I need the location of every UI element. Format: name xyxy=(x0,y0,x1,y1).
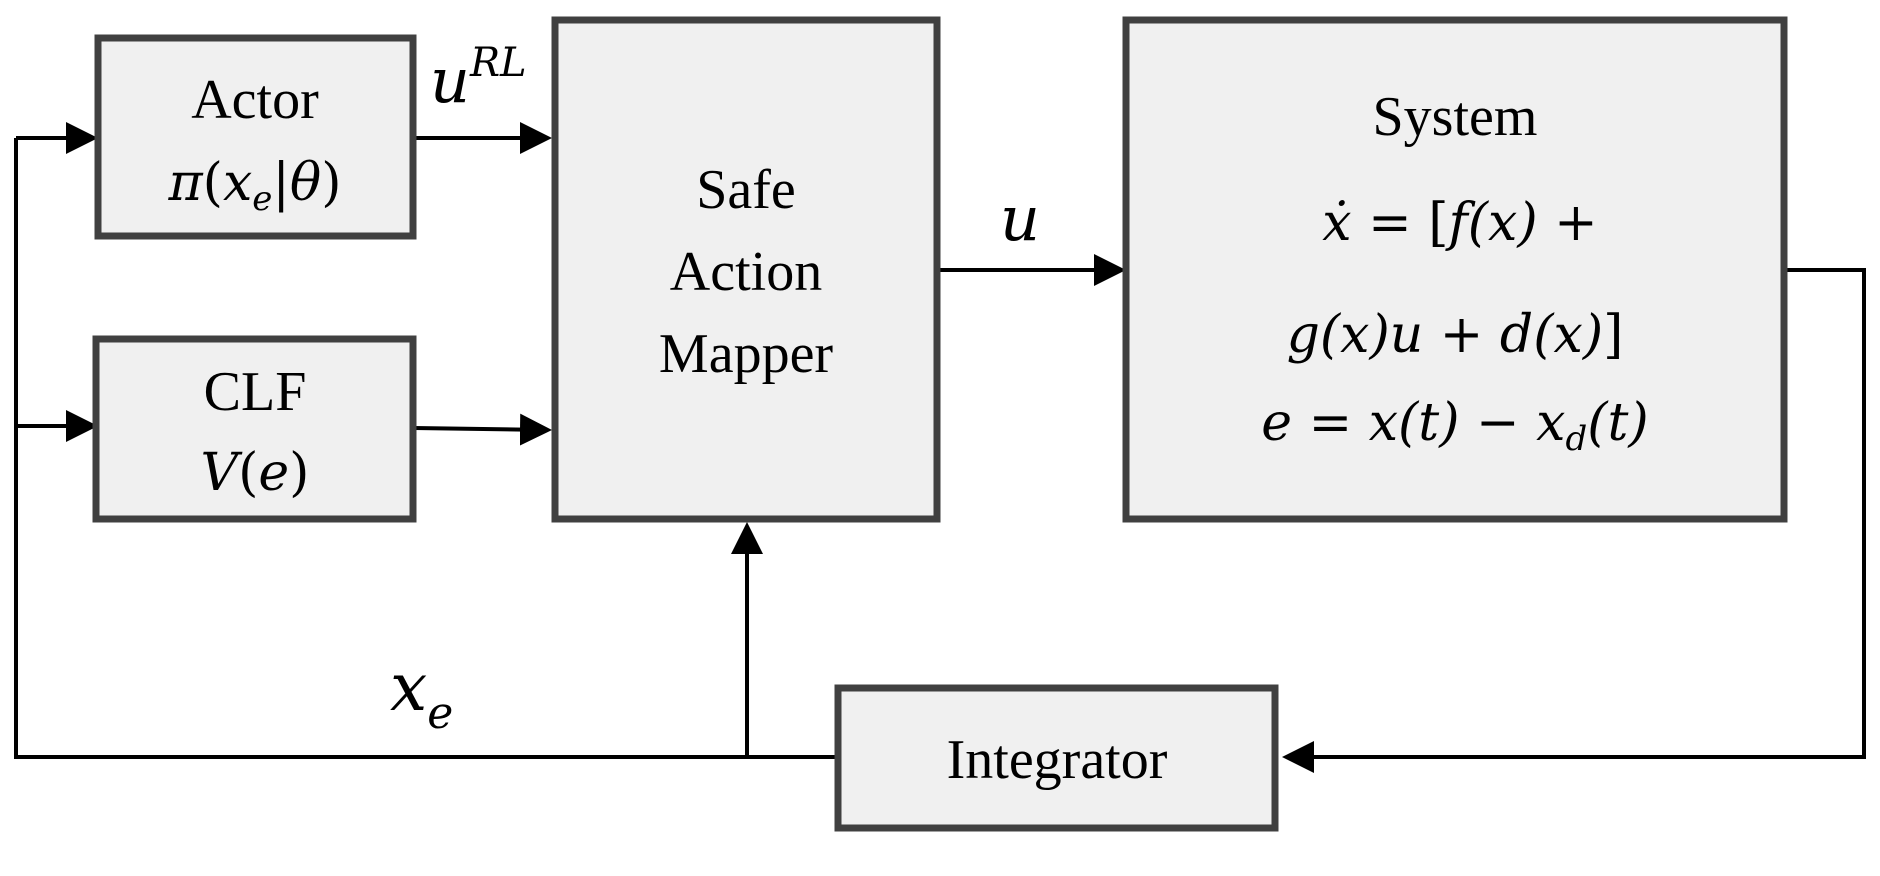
system-equation-line-1: ẋ = [f(x) + xyxy=(1322,193,1598,253)
feedback-line xyxy=(14,138,838,759)
mapper-label-line-2: Action xyxy=(670,241,822,303)
signal-x-e-label: xe xyxy=(390,649,453,739)
system-block xyxy=(1122,16,1788,523)
system-title: System xyxy=(1373,86,1538,148)
integrator-block xyxy=(834,684,1279,832)
signal-u-label: u xyxy=(1000,182,1040,255)
actor-title: Actor xyxy=(191,69,319,131)
clf-block xyxy=(92,335,417,523)
integrator-title: Integrator xyxy=(947,729,1168,791)
system-equation-line-3: e = x(t) − xd(t) xyxy=(1261,393,1648,459)
clf-to-mapper-arrow xyxy=(413,413,552,446)
clf-function: V(e) xyxy=(201,443,310,503)
mapper-label-line-3: Mapper xyxy=(659,323,834,385)
mapper-label-line-1: Safe xyxy=(696,159,796,221)
signal-u-rl-label: uRL xyxy=(430,40,527,117)
system-equation-line-2: g(x)u + d(x)] xyxy=(1287,305,1624,365)
clf-title: CLF xyxy=(204,361,307,423)
system-to-integrator-arrow xyxy=(1282,268,1866,773)
actor-block xyxy=(94,34,417,240)
actor-policy: π(xe|θ) xyxy=(167,153,341,219)
safe-action-mapper-block xyxy=(551,16,941,523)
